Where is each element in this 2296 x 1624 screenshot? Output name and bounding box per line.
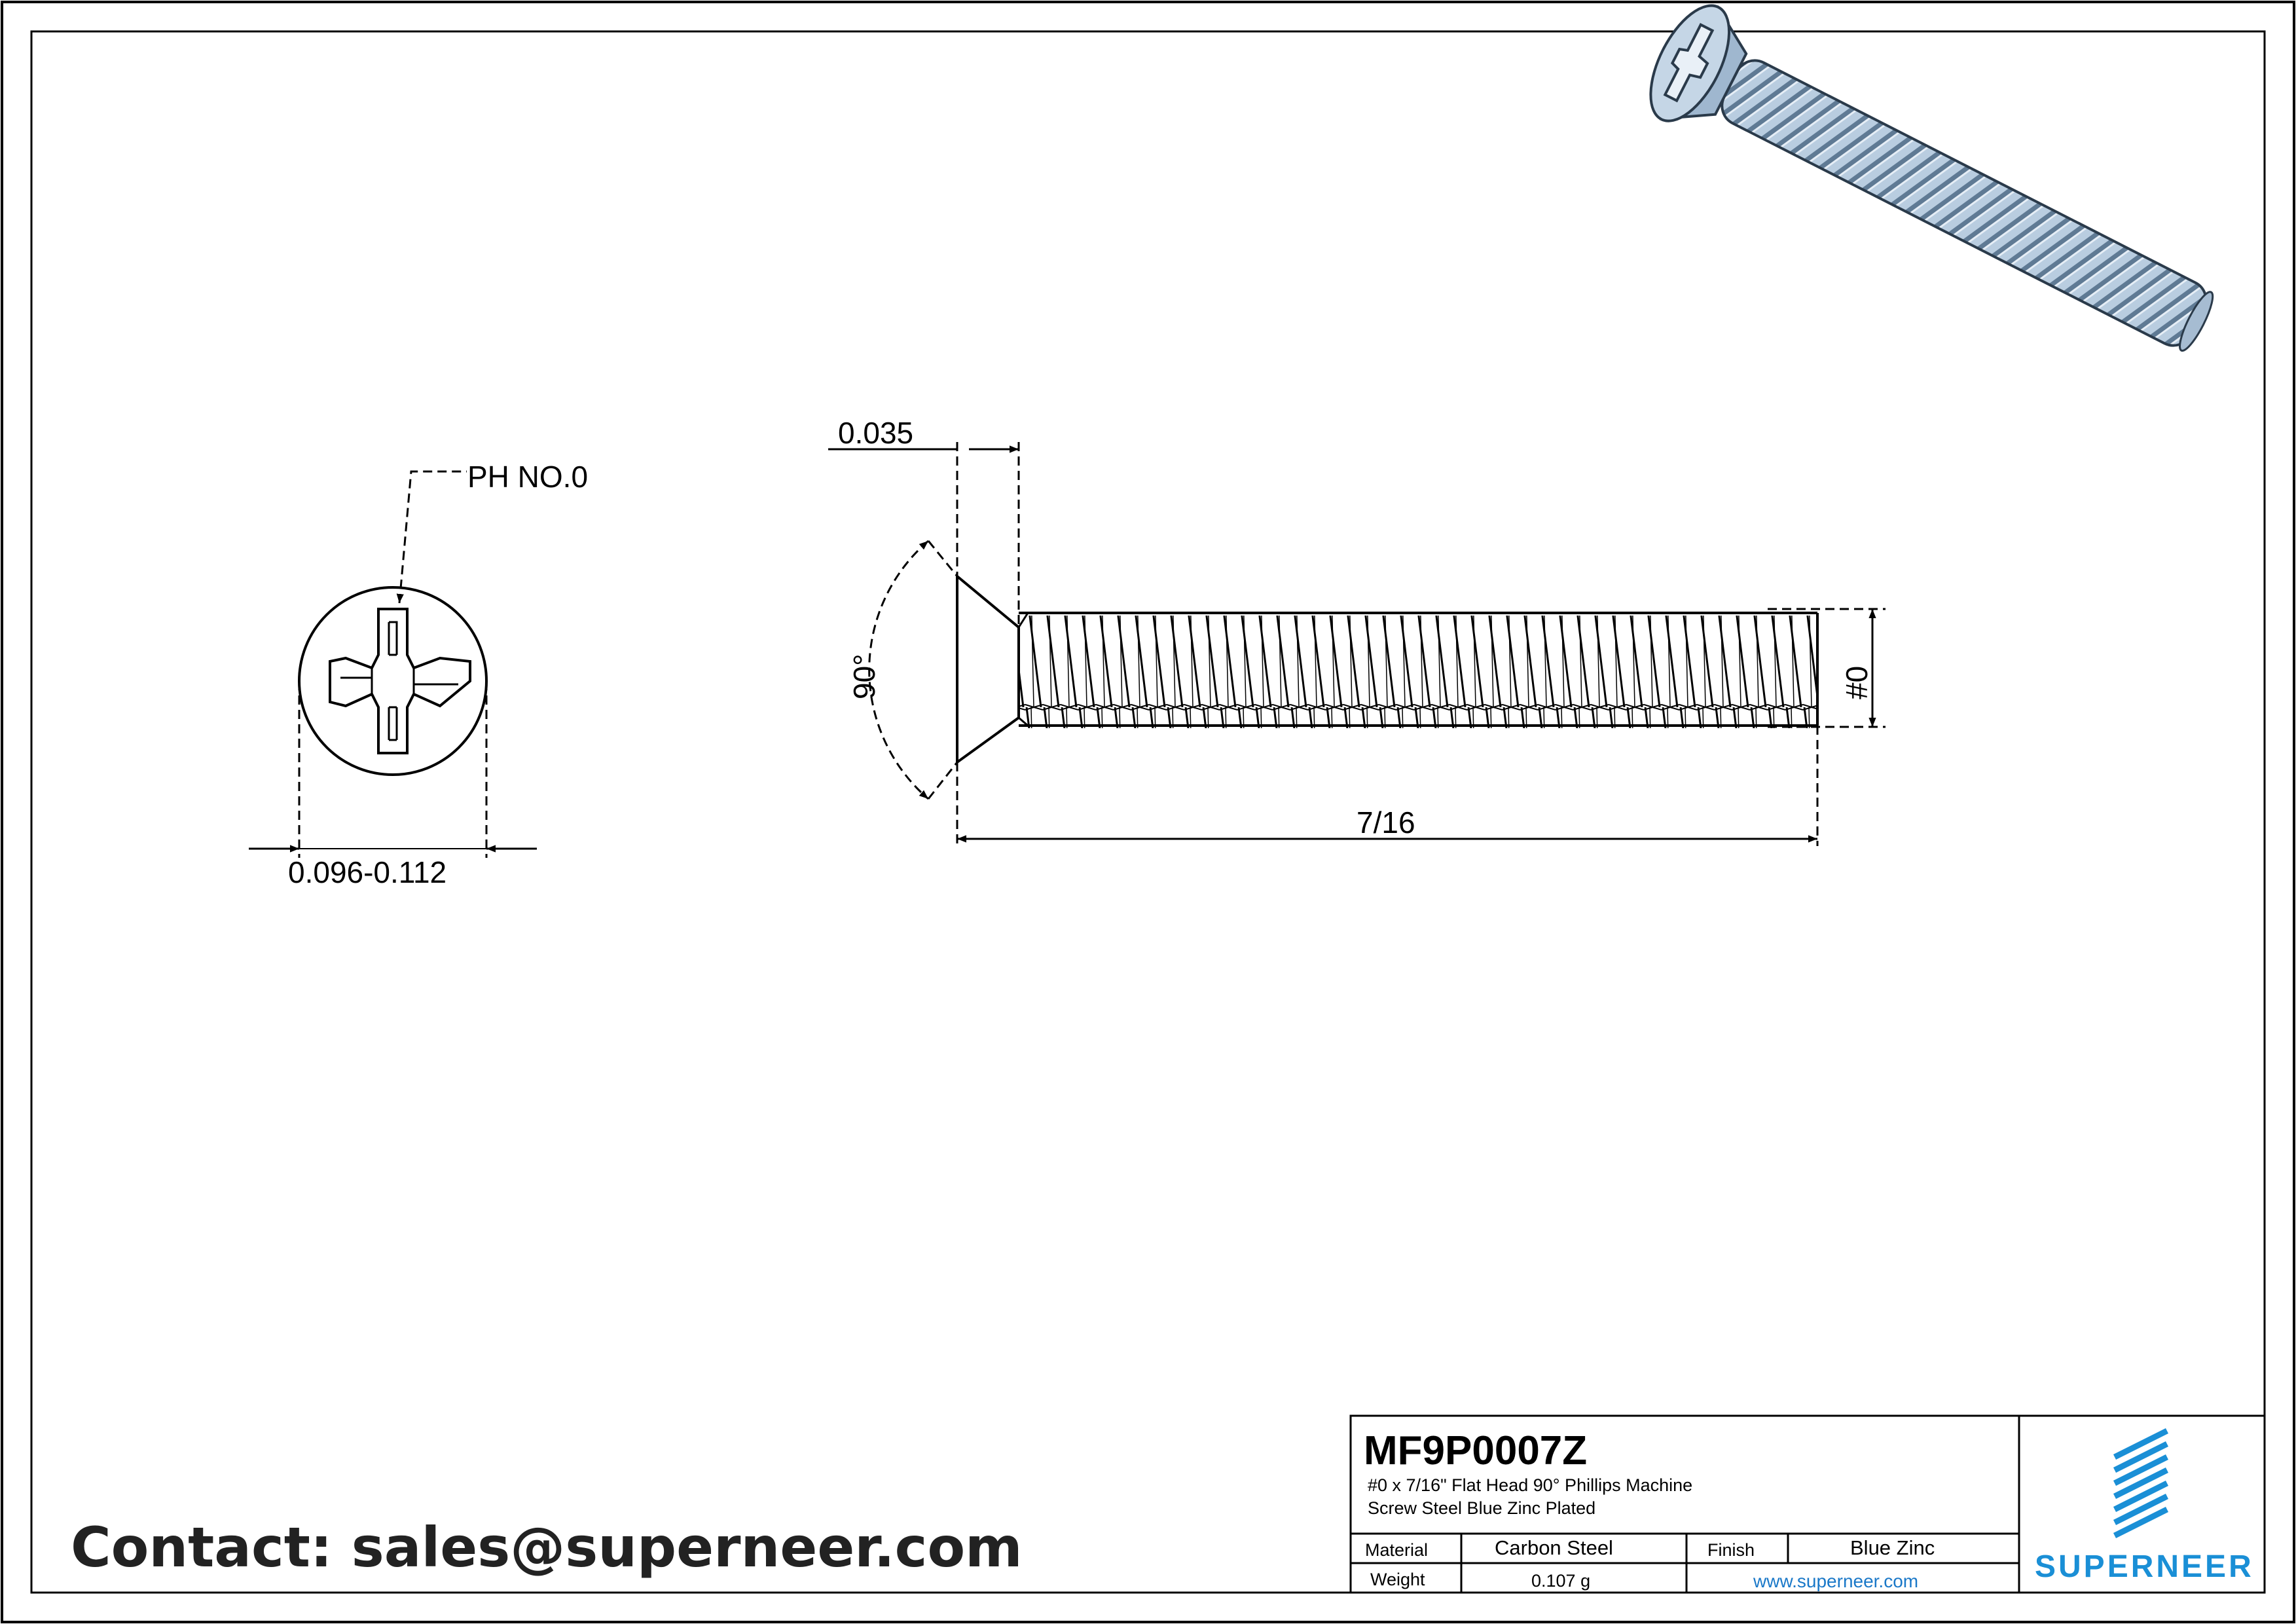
screw-3d-render (1649, 4, 2214, 352)
inner-frame (30, 30, 2266, 1594)
screw-head (956, 573, 1020, 765)
weight-value: 0.107 g (1531, 1571, 1590, 1591)
phillips-recess-icon (329, 608, 471, 754)
head-diameter-dim: 0.096-0.112 (288, 855, 446, 889)
material-label: Material (1365, 1540, 1428, 1560)
head-height-dim: 0.035 (838, 416, 913, 450)
angle-arc (868, 540, 929, 800)
head-end-view: PH NO.0 0.096-0.112 (249, 460, 588, 889)
length-dim: 7/16 (1357, 805, 1415, 840)
finish-label: Finish (1707, 1540, 1755, 1560)
recess-leader (396, 470, 467, 604)
phillips-3d-icon (1663, 23, 1715, 103)
title-block: MF9P0007Z #0 x 7/16" Flat Head 90° Phill… (1349, 1414, 2266, 1594)
finish-value: Blue Zinc (1850, 1536, 1935, 1559)
superneer-logo-icon (2113, 1428, 2169, 1539)
thread-body (1019, 616, 1817, 728)
weight-label: Weight (1370, 1570, 1425, 1589)
brand-name: SUPERNEER (2035, 1549, 2254, 1584)
side-view: 0.035 90° 7/16 #0 (828, 416, 1886, 846)
contact-email: Contact: sales@superneer.com (71, 1515, 1023, 1579)
head-angle-dim: 90° (847, 654, 881, 699)
recess-label: PH NO.0 (467, 460, 588, 494)
description-line-2: Screw Steel Blue Zinc Plated (1368, 1498, 1595, 1518)
website-link[interactable]: www.superneer.com (1753, 1571, 1918, 1591)
description-line-1: #0 x 7/16" Flat Head 90° Phillips Machin… (1368, 1475, 1692, 1495)
thread-size-dim: #0 (1840, 666, 1874, 699)
part-number: MF9P0007Z (1364, 1428, 1587, 1473)
material-value: Carbon Steel (1495, 1536, 1613, 1559)
